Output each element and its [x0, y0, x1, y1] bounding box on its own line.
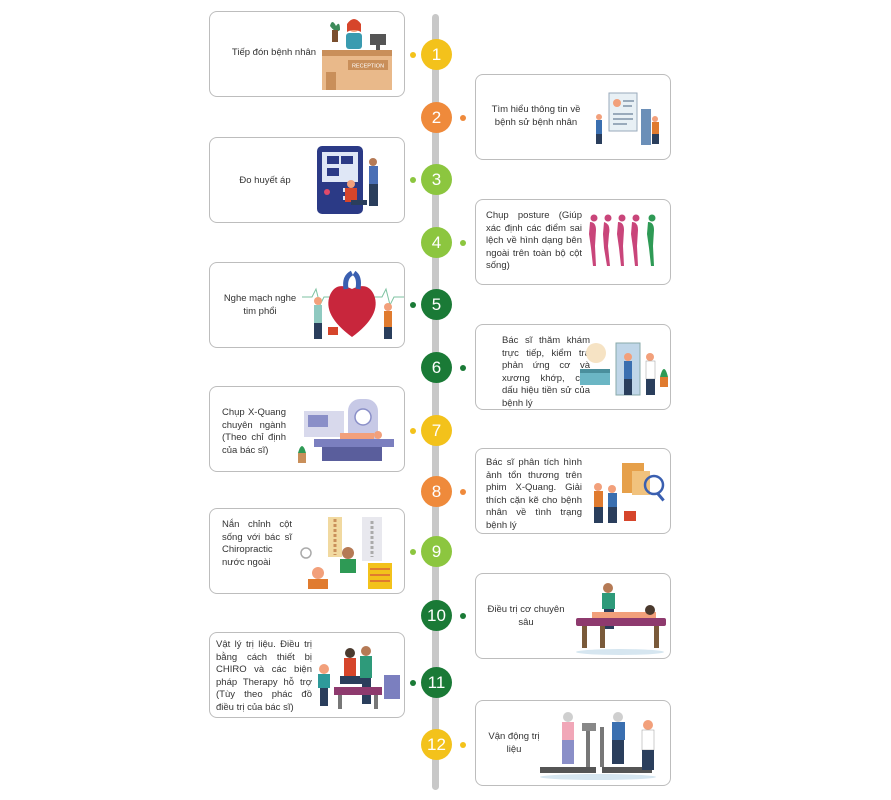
step-number-11: 11 — [421, 667, 452, 698]
step-number-4: 4 — [421, 227, 452, 258]
connector-dot-6 — [460, 365, 466, 371]
step-number-1: 1 — [421, 39, 452, 70]
step-number-2: 2 — [421, 102, 452, 133]
physio-therapy-illustration — [318, 646, 400, 709]
step-label-3: Đo huyết áp — [239, 175, 291, 186]
step-card-11: Vật lý trị liệu. Điều trị bằng cách thiế… — [209, 632, 405, 718]
step-number-3: 3 — [421, 164, 452, 195]
connector-dot-8 — [460, 489, 466, 495]
step-card-7: Chụp X-Quang chuyên ngành (Theo chỉ định… — [209, 386, 405, 472]
step-label-12: Vận động trị liệu — [488, 731, 540, 755]
connector-dot-7 — [410, 428, 416, 434]
step-card-12: Vận động trị liệu — [475, 700, 671, 786]
step-number-9: 9 — [421, 536, 452, 567]
posture-figures-illustration — [589, 214, 656, 266]
connector-dot-4 — [460, 240, 466, 246]
step-number-10: 10 — [421, 600, 452, 631]
step-card-2: Tìm hiểu thông tin về bệnh sử bệnh nhân — [475, 74, 671, 160]
connector-dot-3 — [410, 177, 416, 183]
connector-dot-9 — [410, 549, 416, 555]
step-number-6: 6 — [421, 352, 452, 383]
chiropractic-illustration — [300, 517, 392, 589]
connector-dot-2 — [460, 115, 466, 121]
step-card-8: Bác sĩ phân tích hình ảnh tổn thương trê… — [475, 448, 671, 534]
step-card-9: Nắn chỉnh cột sống với bác sĩ Chiropract… — [209, 508, 405, 594]
xray-machine-illustration — [298, 399, 394, 463]
medical-record-illustration — [596, 92, 659, 145]
step-card-10: Điều trị cơ chuyên sâu — [475, 573, 671, 659]
treadmill-illustration — [540, 712, 656, 780]
step-number-7: 7 — [421, 415, 452, 446]
reception-desk-illustration: RECEPTION — [322, 19, 392, 90]
step-label-9: Nắn chỉnh cột sống với bác sĩ Chiropract… — [222, 519, 292, 568]
doctor-exam-illustration — [580, 342, 668, 396]
blood-pressure-illustration — [317, 146, 378, 214]
step-card-1: Tiếp đón bệnh nhân RECEPTION — [209, 11, 405, 97]
step-number-12: 12 — [421, 729, 452, 760]
step-label-10: Điều trị cơ chuyên sâu — [487, 604, 565, 628]
connector-dot-10 — [460, 613, 466, 619]
connector-dot-5 — [410, 302, 416, 308]
step-card-5: Nghe mạch nghe tim phổi — [209, 262, 405, 348]
connector-dot-12 — [460, 742, 466, 748]
connector-dot-11 — [410, 680, 416, 686]
massage-table-illustration — [576, 583, 666, 655]
heart-exam-illustration — [302, 270, 404, 339]
step-label-2: Tìm hiểu thông tin về bệnh sử bệnh nhân — [491, 104, 581, 128]
step-number-8: 8 — [421, 476, 452, 507]
reception-sign: RECEPTION — [352, 64, 384, 70]
step-number-5: 5 — [421, 289, 452, 320]
step-card-4: Chụp posture (Giúp xác định các điểm sai… — [475, 199, 671, 285]
step-label-5: Nghe mạch nghe tim phổi — [223, 293, 297, 317]
step-card-3: Đo huyết áp — [209, 137, 405, 223]
step-label-11: Vật lý trị liệu. Điều trị bằng cách thiế… — [216, 639, 312, 713]
step-label-4: Chụp posture (Giúp xác định các điểm sai… — [486, 210, 582, 272]
step-label-6: Bác sĩ thăm khám trực tiếp, kiểm tra phả… — [502, 335, 590, 409]
xray-analysis-illustration — [594, 463, 665, 523]
step-label-1: Tiếp đón bệnh nhân — [231, 47, 317, 58]
connector-dot-1 — [410, 52, 416, 58]
step-label-8: Bác sĩ phân tích hình ảnh tổn thương trê… — [486, 457, 582, 531]
step-label-7: Chụp X-Quang chuyên ngành (Theo chỉ định… — [222, 407, 286, 456]
timeline-line — [432, 14, 439, 790]
step-card-6: Bác sĩ thăm khám trực tiếp, kiểm tra phả… — [475, 324, 671, 410]
